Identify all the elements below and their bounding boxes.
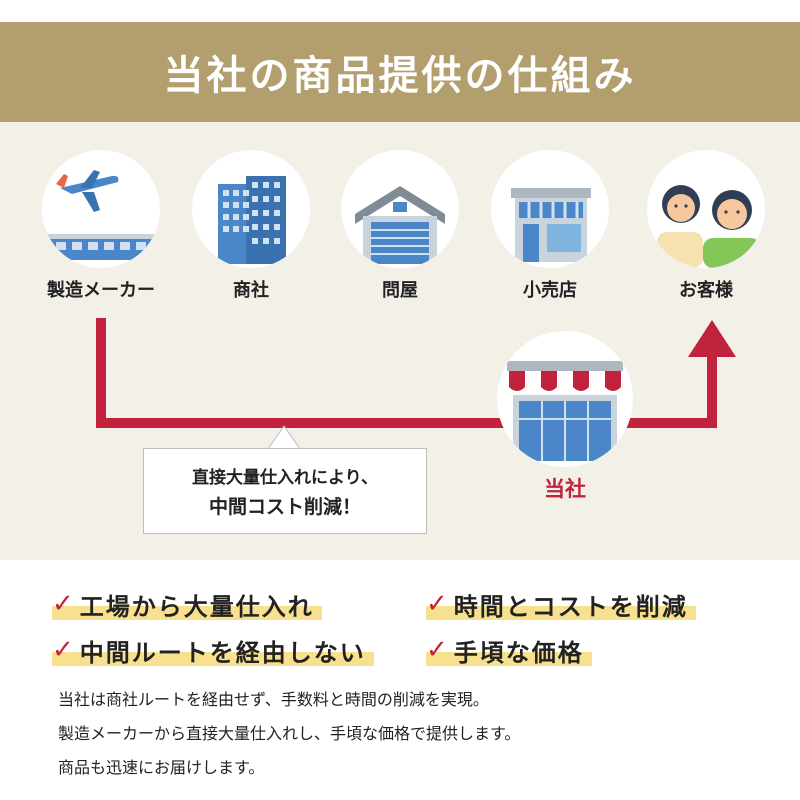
title-banner: 当社の商品提供の仕組み — [0, 22, 800, 122]
check-icon: ✓ — [52, 589, 74, 619]
node-circle — [647, 150, 765, 268]
factory-airplane-icon — [48, 170, 156, 260]
flow-arrow-head — [688, 320, 736, 357]
check-icon: ✓ — [426, 635, 448, 665]
node-label: 商社 — [233, 280, 269, 301]
node-circle — [491, 150, 609, 268]
benefit-highlight — [52, 652, 374, 666]
benefit-highlight — [52, 606, 322, 620]
node-own-company: 当社 — [496, 331, 634, 503]
node-wholesaler: 問屋 — [334, 150, 466, 302]
description-line: 製造メーカーから直接大量仕入れし、手頃な価格で提供します。 — [58, 724, 521, 743]
node-manufacturer: 製造メーカー — [35, 150, 167, 302]
flow-arrow-line — [96, 318, 717, 428]
benefit-item: ✓ 中間ルートを経由しない — [52, 630, 374, 670]
description-line: 当社は商社ルートを経由せず、手数料と時間の削減を実現。 — [58, 690, 489, 709]
shop-awning-icon — [507, 361, 623, 461]
node-circle — [497, 331, 633, 467]
benefit-text: 工場から大量仕入れ — [79, 592, 314, 621]
node-label: 問屋 — [382, 280, 418, 301]
node-label: 小売店 — [523, 280, 577, 301]
node-retailer: 小売店 — [484, 150, 616, 302]
callout-line-1: 直接大量仕入れにより、 — [192, 468, 378, 488]
node-label: 製造メーカー — [47, 280, 155, 301]
node-customers: お客様 — [640, 150, 772, 302]
benefit-highlight — [426, 652, 592, 666]
retail-store-icon — [511, 188, 591, 262]
node-label: お客様 — [679, 280, 733, 301]
page-title: 当社の商品提供の仕組み — [163, 53, 637, 99]
description: 当社は商社ルートを経由せず、手数料と時間の削減を実現。 製造メーカーから直接大量… — [58, 683, 758, 785]
benefit-text: 手頃な価格 — [453, 638, 584, 667]
own-company-label: 当社 — [544, 477, 586, 501]
callout-box: 直接大量仕入れにより、 中間コスト削減！ — [143, 448, 427, 534]
callout-line-2: 中間コスト削減！ — [208, 496, 361, 518]
check-icon: ✓ — [52, 635, 74, 665]
benefit-highlight — [426, 606, 696, 620]
node-trading-company: 商社 — [185, 150, 317, 302]
benefit-item: ✓ 時間とコストを削減 — [426, 584, 696, 624]
description-line: 商品も迅速にお届けします。 — [58, 758, 265, 777]
benefit-item: ✓ 手頃な価格 — [426, 630, 592, 670]
benefit-text: 中間ルートを経由しない — [79, 638, 366, 667]
node-circle — [42, 150, 160, 268]
top-strip — [0, 0, 800, 22]
node-circle — [192, 150, 310, 268]
callout-pointer — [267, 425, 301, 450]
benefit-text: 時間とコストを削減 — [453, 592, 688, 621]
office-building-icon — [218, 176, 286, 264]
benefit-item: ✓ 工場から大量仕入れ — [52, 584, 322, 624]
node-circle — [341, 150, 459, 268]
check-icon: ✓ — [426, 589, 448, 619]
customers-icon — [657, 185, 761, 268]
warehouse-icon — [355, 186, 445, 264]
